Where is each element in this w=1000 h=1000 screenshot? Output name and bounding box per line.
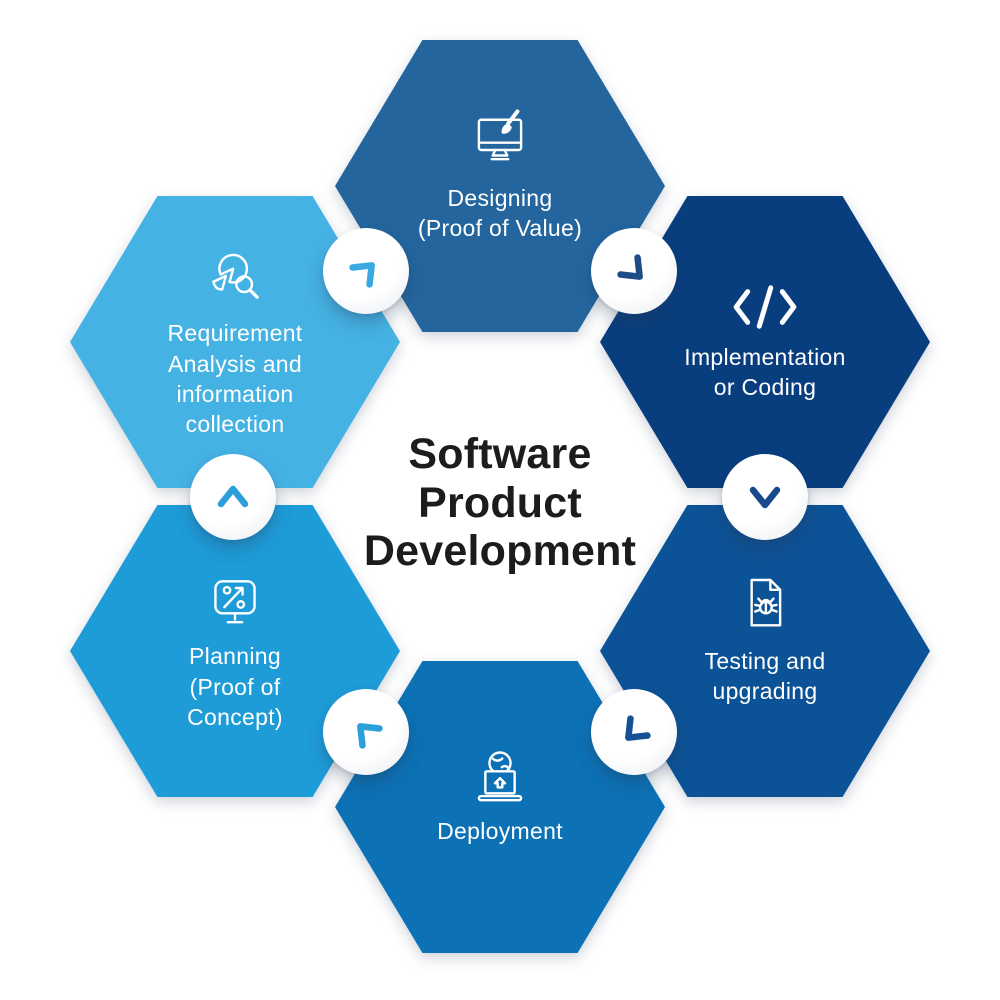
code-brackets-icon bbox=[728, 282, 802, 332]
chevron-up-icon bbox=[217, 485, 249, 508]
chevron-southeast-icon bbox=[617, 254, 643, 280]
laptop-globe-upload-icon bbox=[467, 744, 533, 806]
percent-growth-monitor-icon bbox=[203, 569, 267, 631]
diagram-title: Software Product Development bbox=[363, 430, 637, 576]
stage-label-implementation: Implementation or Coding bbox=[684, 343, 846, 400]
stage-label-deployment: Deployment bbox=[437, 817, 563, 844]
chevron-northeast-icon bbox=[349, 262, 375, 288]
chevron-southwest-icon bbox=[625, 715, 651, 741]
stage-label-planning: Planning (Proof of Concept) bbox=[187, 643, 283, 731]
monitor-paintbrush-icon bbox=[467, 105, 533, 173]
stage-label-requirement: Requirement Analysis and information col… bbox=[167, 320, 303, 438]
stage-label-designing: Designing (Proof of Value) bbox=[417, 184, 583, 241]
arrow-testing-to-deployment bbox=[591, 689, 677, 775]
chevron-northwest-icon bbox=[357, 723, 383, 749]
chevron-down-icon bbox=[749, 486, 781, 509]
arrow-requirement-to-designing bbox=[323, 228, 409, 314]
arrow-deployment-to-planning bbox=[323, 689, 409, 775]
stage-label-testing: Testing and upgrading bbox=[704, 647, 826, 704]
arrow-implementation-to-testing bbox=[722, 454, 808, 540]
pie-chart-magnifier-icon bbox=[202, 244, 268, 308]
arrow-designing-to-implementation bbox=[591, 228, 677, 314]
bug-document-icon bbox=[733, 572, 797, 636]
arrow-planning-to-requirement bbox=[190, 454, 276, 540]
